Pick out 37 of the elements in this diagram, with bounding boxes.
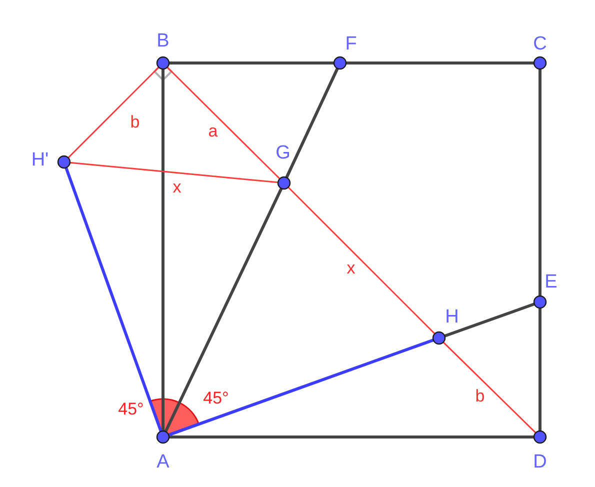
point-marker: [57, 155, 71, 169]
point-label: B: [156, 32, 170, 50]
point-label: F: [345, 34, 357, 54]
angle-label: 45°: [203, 390, 229, 406]
line-segment: [444, 302, 535, 338]
point-label: C: [533, 34, 547, 54]
line-segment: [442, 342, 536, 434]
point-label: G: [276, 144, 290, 162]
point-label: H: [445, 308, 459, 326]
line-segment: [68, 66, 160, 158]
point-marker: [156, 430, 170, 444]
line-segment: [285, 68, 339, 178]
point-marker: [277, 176, 291, 190]
line-segment: [169, 436, 534, 438]
line-segment: [538, 69, 542, 296]
point-label: A: [156, 452, 170, 472]
line-segment: [169, 62, 334, 64]
line-segment: [164, 188, 283, 432]
point-label: D: [533, 452, 547, 472]
line-segment: [288, 186, 436, 334]
line-segment: [538, 308, 542, 431]
line-segment: [162, 69, 164, 431]
point-marker: [432, 331, 446, 345]
line-segment: [346, 62, 534, 64]
segment-label: b: [129, 114, 141, 130]
point-marker: [156, 56, 170, 70]
point-label: E: [544, 272, 558, 292]
angle-label: 45°: [118, 400, 144, 418]
point-marker: [533, 56, 547, 70]
segment-label: b: [474, 388, 486, 404]
point-label: H': [31, 150, 49, 170]
point-marker: [533, 295, 547, 309]
point-marker: [333, 56, 347, 70]
line-segment: [168, 338, 434, 436]
line-segment: [64, 167, 162, 432]
line-segment: [70, 162, 278, 184]
point-marker: [533, 430, 547, 444]
